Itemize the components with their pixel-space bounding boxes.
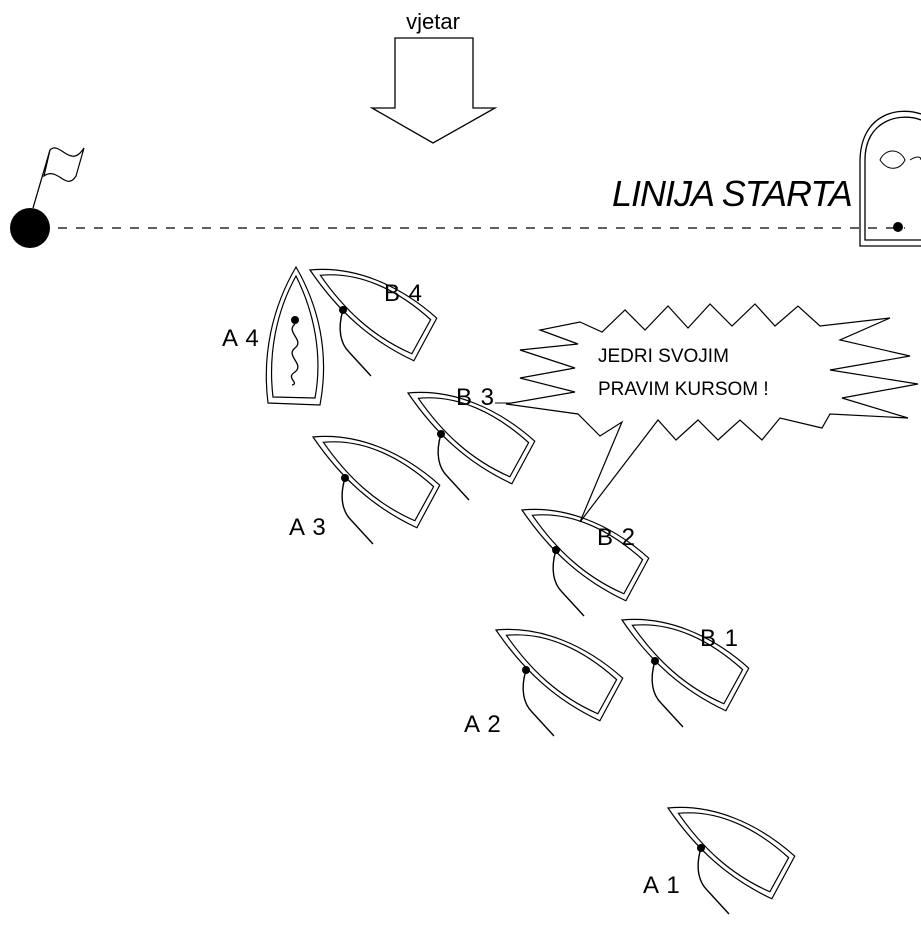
start-buoy-icon: [10, 147, 85, 248]
speech-bubble: JEDRI SVOJIM PRAVIM KURSOM !: [505, 303, 919, 523]
label-b2: B 2: [597, 524, 636, 551]
boat-b1: [620, 618, 750, 712]
boat-b3: [406, 391, 536, 485]
label-b4: B 4: [384, 280, 423, 307]
label-a2: A 2: [464, 711, 502, 738]
luffing-sail-icon: [290, 323, 299, 386]
label-a4: A 4: [222, 325, 260, 352]
mast-b1-icon: [651, 657, 684, 728]
start-line-label: LINIJA STARTA: [612, 173, 852, 214]
label-b3: B 3: [456, 384, 495, 411]
mast-b4-icon: [339, 306, 372, 377]
boat-b4: [308, 268, 438, 362]
mast-b2-icon: [552, 546, 585, 617]
flag-icon: [43, 147, 85, 182]
boat-b2: [520, 508, 650, 602]
mast-a3-icon: [341, 474, 374, 545]
label-a3: A 3: [289, 514, 327, 541]
boats-layer: [311, 306, 796, 915]
boat-a4: [265, 265, 325, 406]
boat-a2: [494, 628, 624, 722]
mast-a2-icon: [522, 666, 555, 737]
wind-arrow: [369, 37, 498, 144]
committee-boat-icon: [859, 110, 921, 247]
speech-line-2: PRAVIM KURSOM !: [598, 379, 769, 400]
speech-line-1: JEDRI SVOJIM: [598, 346, 729, 367]
mast-b3-icon: [437, 430, 470, 501]
mast-a1-icon: [697, 844, 730, 915]
boat-a1: [666, 806, 796, 900]
label-b1: B 1: [700, 625, 739, 652]
boat-a3: [311, 435, 441, 529]
wind-label: vjetar: [406, 9, 460, 34]
label-a1: A 1: [643, 872, 681, 899]
